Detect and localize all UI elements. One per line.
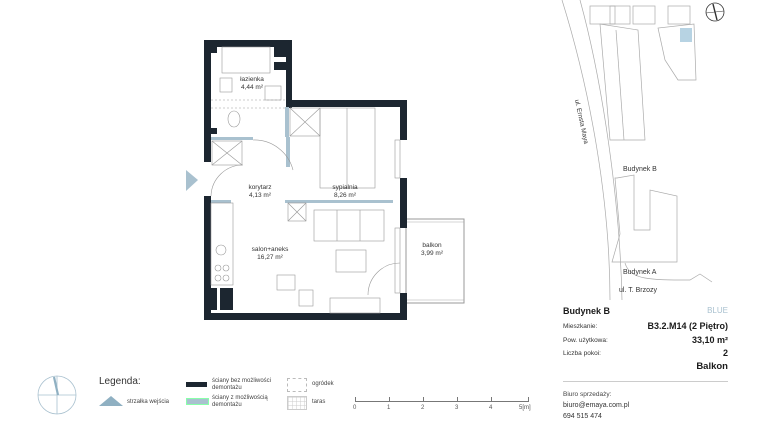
room-name: balkon (422, 242, 442, 249)
info-value-rooms: 2 (722, 348, 728, 358)
room-name: łazienka (240, 76, 264, 83)
room-name: salon+aneks (251, 246, 289, 253)
street-label-maya: ul. Ernsta Maya (573, 99, 589, 145)
site-label-building-b: Budynek B (623, 166, 657, 173)
room-living: salon+aneks 16,27 m² (245, 246, 295, 262)
site-label-street-brzozy: ul. T. Brzozy (619, 287, 657, 294)
info-tag: BLUE (707, 306, 728, 315)
room-area: 4,13 m² (248, 192, 272, 199)
scale-label-5: 5[m] (519, 405, 531, 411)
info-extra-balcony: Balkon (696, 361, 728, 372)
legend-removable-wall: ściany z możliwością demontażu (212, 395, 268, 408)
scale-tick-mark (491, 397, 492, 401)
room-area: 3,99 m² (420, 250, 444, 257)
sales-office-label: Biuro sprzedaży: (563, 391, 612, 398)
room-area: 4,44 m² (240, 84, 264, 91)
selected-unit-highlight (680, 28, 692, 42)
site-map: ul. Ernsta Maya (550, 0, 760, 301)
scale-label-2: 2 (421, 405, 425, 411)
entry-arrow-icon (186, 170, 198, 191)
site-map-drawing: ul. Ernsta Maya (561, 0, 725, 301)
floor-plan (186, 40, 465, 320)
legend-removable-wall-swatch (186, 398, 209, 405)
legend-garden-swatch (287, 378, 307, 392)
info-key-rooms: Liczba pokoi: (563, 350, 601, 357)
room-corridor: korytarz 4,13 m² (240, 184, 280, 200)
info-value-area: 33,10 m² (691, 335, 728, 345)
legend-entry-arrow: strzałka wejścia (127, 399, 170, 405)
legend-terrace: taras (312, 399, 326, 405)
scale-tick-mark (457, 397, 458, 401)
room-bedroom: sypialnia 8,26 m² (325, 184, 365, 200)
info-key-unit: Mieszkanie: (563, 323, 598, 330)
site-label-building-a: Budynek A (623, 269, 657, 276)
room-area: 16,27 m² (257, 254, 283, 261)
info-divider (563, 381, 728, 382)
room-name: sypialnia (332, 184, 358, 191)
scale-tick-mark (423, 397, 424, 401)
info-key-area: Pow. użytkowa: (563, 337, 608, 344)
scale-tick-mark (389, 397, 390, 401)
scale-label-3: 3 (455, 405, 459, 411)
legend-compass-icon (37, 375, 77, 415)
legend-fixed-wall: ściany bez możliwości demontażu (212, 378, 272, 391)
scale-label-0: 0 (353, 405, 357, 411)
legend-fixed-wall-swatch (186, 382, 207, 387)
scale-label-4: 4 (489, 405, 493, 411)
room-name: korytarz (248, 184, 272, 191)
legend-title: Legenda: (99, 376, 141, 387)
legend-terrace-swatch (287, 396, 307, 410)
floor-plan-drawing (186, 40, 465, 320)
room-balcony: balkon 3,99 m² (412, 242, 452, 258)
scale-bar (355, 397, 529, 402)
info-value-unit: B3.2.M14 (2 Piętro) (647, 321, 728, 331)
room-bathroom: łazienka 4,44 m² (232, 76, 272, 92)
scale-label-1: 1 (387, 405, 391, 411)
compass-icon (705, 2, 725, 22)
room-area: 8,26 m² (333, 192, 357, 199)
sales-email-link[interactable]: biuro@emaya.com.pl (563, 402, 630, 409)
legend-arrow-icon (99, 396, 123, 406)
info-building: Budynek B (563, 306, 611, 316)
sales-phone: 694 515 474 (563, 413, 602, 420)
legend-garden: ogródek (312, 381, 334, 387)
